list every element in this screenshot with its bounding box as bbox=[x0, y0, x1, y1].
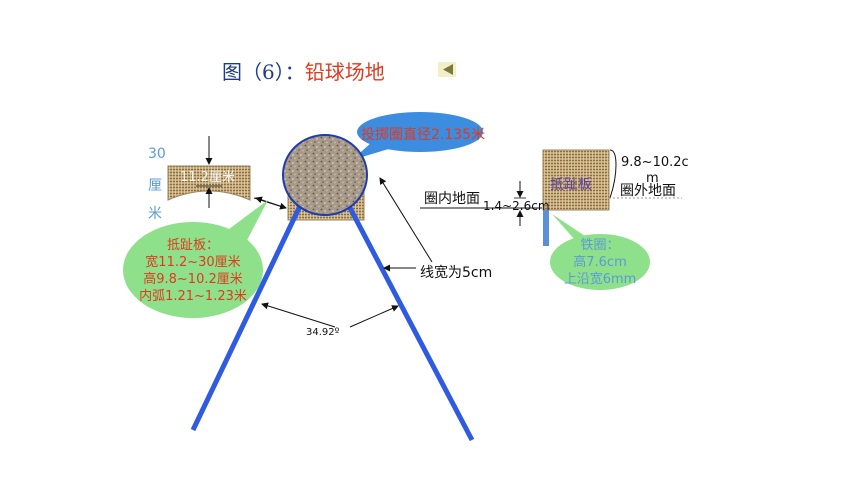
iron-ring-title: 铁圈： bbox=[580, 238, 620, 253]
right-height-b: m bbox=[646, 171, 659, 186]
right-toe-board-label: 抵趾板 bbox=[550, 177, 592, 193]
throwing-circle bbox=[282, 134, 368, 216]
angle-arrow-right bbox=[349, 305, 399, 328]
circle-diameter-label: 投掷圈直径2.135米 bbox=[361, 127, 486, 143]
iron-ring-height: 高7.6cm bbox=[573, 255, 627, 270]
toe-board-callout bbox=[123, 222, 263, 318]
toe-board-spec: 抵趾板： 宽11.2~30厘米 高9.8~10.2厘米 内弧1.21~1.23米 bbox=[128, 237, 258, 305]
iron-ring-bar bbox=[543, 210, 549, 246]
inside-ground-label: 圈内地面 bbox=[424, 191, 480, 207]
right-toe-board bbox=[542, 149, 610, 211]
sector-angle: 34.92º bbox=[306, 327, 340, 338]
iron-ring-spec: 铁圈： 高7.6cm 上沿宽6mm bbox=[548, 237, 652, 288]
diameter-callout bbox=[357, 112, 483, 152]
board-width-mid: 11.2厘米 bbox=[180, 170, 235, 185]
depth-range-label: 1.4~2.6cm bbox=[483, 199, 550, 213]
toe-board-arc: 内弧1.21~1.23米 bbox=[139, 289, 247, 304]
toe-board-title: 抵趾板： bbox=[166, 238, 219, 253]
toe-board-height: 高9.8~10.2厘米 bbox=[143, 272, 243, 287]
link-arrow-left bbox=[255, 196, 287, 209]
title-prefix: 图（6）： bbox=[222, 60, 305, 84]
board-length-li: 厘 bbox=[148, 178, 162, 194]
triangle-left-icon[interactable] bbox=[443, 64, 453, 75]
page-title: 图（6）：铅球场地 bbox=[222, 56, 385, 85]
iron-ring-top-width: 上沿宽6mm bbox=[563, 272, 637, 287]
height-brace bbox=[609, 149, 617, 199]
sector-line-left bbox=[190, 204, 303, 432]
line-width-label: 线宽为5cm bbox=[420, 265, 493, 281]
outside-ground-label: 圈外地面 bbox=[620, 183, 676, 199]
toe-board-arched bbox=[167, 165, 251, 201]
iron-ring-callout-tail bbox=[552, 214, 588, 240]
right-height-a: 9.8~10.2c bbox=[621, 155, 689, 170]
board-length-30: 30 bbox=[148, 146, 166, 162]
sector-line-right bbox=[346, 204, 475, 442]
toe-board-callout-tail bbox=[225, 200, 268, 244]
toe-board-width: 宽11.2~30厘米 bbox=[145, 255, 241, 270]
title-main: 铅球场地 bbox=[304, 60, 385, 84]
angle-arrow-left bbox=[261, 302, 336, 328]
pointer-line bbox=[379, 177, 433, 263]
board-length-mi: 米 bbox=[148, 206, 162, 222]
iron-ring-callout bbox=[550, 234, 650, 290]
